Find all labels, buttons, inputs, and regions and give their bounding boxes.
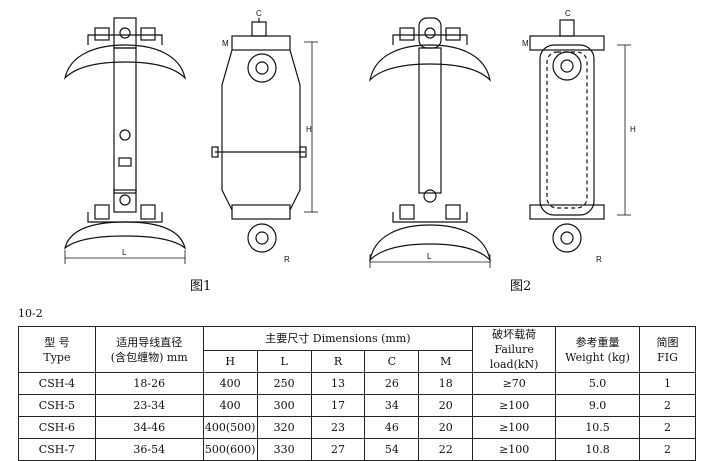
cell-type: CSH-5	[18, 394, 96, 417]
fig1-front-view	[63, 17, 187, 264]
cell-h: 400(500)	[202, 416, 258, 439]
cell-diameter: 23-34	[94, 394, 204, 417]
cell-load: ≥100	[472, 416, 557, 439]
cell-l: 300	[256, 394, 312, 417]
cell-m: 20	[418, 416, 474, 439]
cell-l: 320	[256, 416, 312, 439]
technical-drawings: L C M H R L C M H R	[63, 9, 636, 268]
dim-label-h-2: H	[630, 125, 636, 134]
cell-m: 22	[418, 438, 474, 461]
header-h: H	[202, 349, 258, 374]
figure-2-caption: 图2	[510, 279, 532, 294]
cell-h: 500(600)	[202, 438, 258, 461]
cell-diameter: 36-54	[94, 438, 204, 461]
cell-c: 26	[364, 372, 420, 395]
dim-label-h: H	[306, 125, 312, 134]
table-row: CSH-7 36-54 500(600) 330 27 54 22 ≥100 1…	[18, 438, 696, 461]
fig2-side-view	[529, 19, 631, 253]
cell-diameter: 18-26	[94, 372, 204, 395]
cell-load: ≥70	[472, 372, 557, 395]
header-l: L	[256, 349, 312, 374]
cell-r: 17	[310, 394, 366, 417]
figure-1-caption: 图1	[190, 279, 212, 294]
cell-c: 54	[364, 438, 420, 461]
table-row: CSH-5 23-34 400 300 17 34 20 ≥100 9.0 2	[18, 394, 696, 417]
cell-weight: 5.0	[555, 372, 640, 395]
cell-fig: 1	[639, 372, 696, 395]
cell-load: ≥100	[472, 394, 557, 417]
cell-fig: 2	[639, 416, 696, 439]
fig2-front-view	[369, 17, 491, 268]
header-conductor: 适用导线直径(含包缠物) mm	[94, 326, 204, 373]
cell-l: 250	[256, 372, 312, 395]
table-number: 10-2	[18, 307, 43, 320]
cell-diameter: 34-46	[94, 416, 204, 439]
dim-label-m: M	[222, 39, 229, 48]
cell-r: 13	[310, 372, 366, 395]
cell-m: 18	[418, 372, 474, 395]
dim-label-l: L	[122, 248, 127, 257]
cell-l: 330	[256, 438, 312, 461]
fig1-side-view	[211, 18, 318, 253]
cell-type: CSH-7	[18, 438, 96, 461]
header-c: C	[364, 349, 420, 374]
cell-fig: 2	[639, 438, 696, 461]
cell-h: 400	[202, 394, 258, 417]
dim-label-r-2: R	[596, 255, 602, 264]
cell-type: CSH-4	[18, 372, 96, 395]
cell-h: 400	[202, 372, 258, 395]
cell-weight: 10.8	[555, 438, 640, 461]
dim-label-r: R	[284, 255, 290, 264]
cell-weight: 9.0	[555, 394, 640, 417]
cell-r: 27	[310, 438, 366, 461]
dim-label-c: C	[256, 9, 262, 18]
table-row: CSH-4 18-26 400 250 13 26 18 ≥70 5.0 1	[18, 372, 696, 395]
cell-r: 23	[310, 416, 366, 439]
header-m: M	[418, 349, 474, 374]
header-r: R	[310, 349, 366, 374]
cell-load: ≥100	[472, 438, 557, 461]
cell-type: CSH-6	[18, 416, 96, 439]
dim-label-l-2: L	[427, 252, 432, 261]
cell-weight: 10.5	[555, 416, 640, 439]
cell-fig: 2	[639, 394, 696, 417]
table-row: CSH-6 34-46 400(500) 320 23 46 20 ≥100 1…	[18, 416, 696, 439]
dim-label-m-2: M	[522, 39, 529, 48]
cell-c: 46	[364, 416, 420, 439]
cell-m: 20	[418, 394, 474, 417]
header-dimensions: 主要尺寸 Dimensions (mm)	[202, 326, 474, 351]
dim-label-c-2: C	[565, 9, 571, 18]
cell-c: 34	[364, 394, 420, 417]
